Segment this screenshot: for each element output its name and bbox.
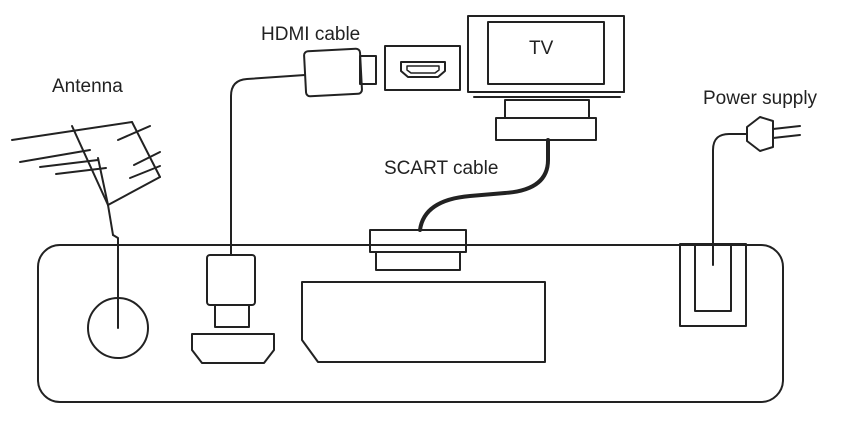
scart-plug-tv-body <box>495 117 597 141</box>
hdmi-plug-tv-body <box>303 47 363 98</box>
tv-label: TV <box>529 38 554 59</box>
hdmi-cable <box>230 74 306 256</box>
scart-plug-tv <box>504 99 590 119</box>
hdmi-plug-body <box>206 254 256 306</box>
scart-plug-receiver-bottom <box>375 251 461 271</box>
hdmi-plug-tip <box>214 304 250 328</box>
tv-hdmi-port-icon <box>400 61 446 78</box>
scart-cable-label: SCART cable <box>384 158 499 179</box>
scart-port <box>301 281 546 363</box>
hdmi-plug-tv-tip <box>359 55 377 85</box>
tv-hdmi-panel <box>384 45 461 91</box>
receiver-box <box>37 244 784 403</box>
hdmi-port <box>191 333 275 364</box>
antenna-label: Antenna <box>52 76 123 97</box>
tv-icon <box>467 15 625 98</box>
antenna-cable <box>112 234 119 329</box>
antenna-icon <box>11 121 161 236</box>
hdmi-cable-label: HDMI cable <box>261 24 361 45</box>
power-supply-label: Power supply <box>703 88 818 109</box>
scart-plug-receiver <box>369 229 467 253</box>
power-cable <box>712 132 748 266</box>
power-plug-icon <box>746 116 801 152</box>
scart-cable <box>418 138 550 232</box>
